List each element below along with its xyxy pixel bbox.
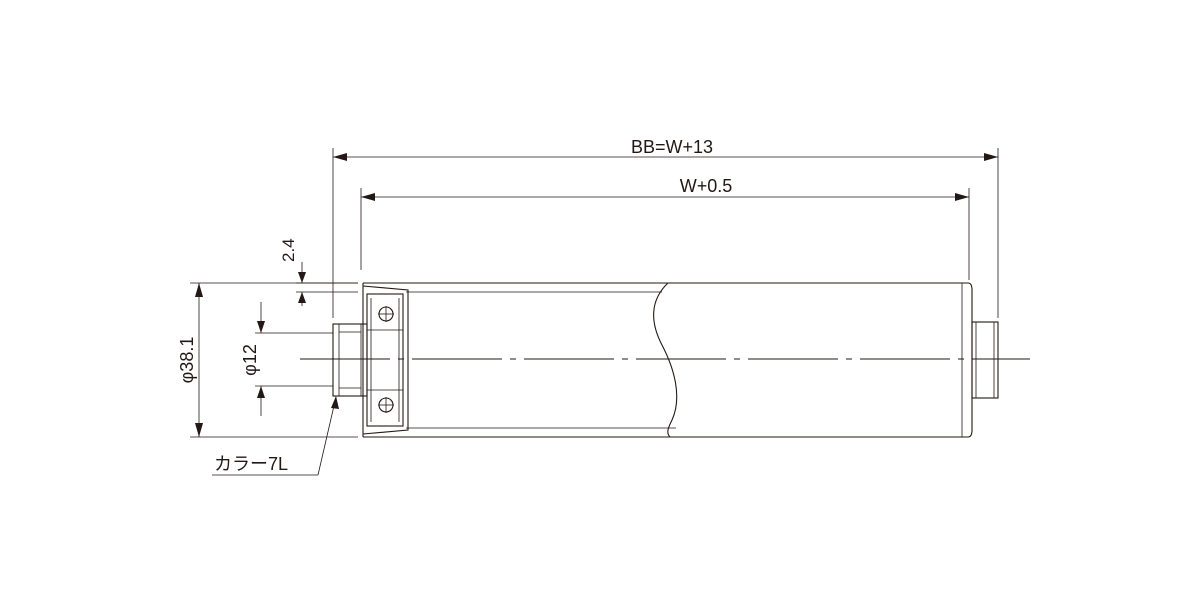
collar-callout-label: カラー7L: [214, 454, 288, 474]
flange-offset-dimension: 2.4: [279, 238, 358, 306]
bb-dimension: BB=W+13: [332, 137, 999, 318]
collar-leader-arrow: [331, 396, 339, 409]
left-bearing-housing: [362, 285, 409, 435]
w-arrow-right: [955, 193, 969, 201]
roller-diam-arrow-bottom: [195, 423, 203, 437]
bb-arrow-right: [984, 153, 998, 161]
w-arrow-left: [361, 193, 375, 201]
offset-arrow-bottom: [298, 292, 306, 303]
collar-callout: カラー7L: [212, 396, 339, 476]
left-shaft-collar: [332, 323, 368, 397]
tube-break-line: [653, 282, 678, 438]
offset-arrow-top: [298, 272, 306, 283]
w-dimension: W+0.5: [360, 176, 970, 280]
roller-tube: [362, 282, 973, 438]
right-shaft-body: [971, 321, 999, 399]
flange-offset-label: 2.4: [279, 238, 298, 262]
w-dimension-label: W+0.5: [680, 176, 733, 196]
shaft-diameter-label: φ12: [240, 344, 260, 376]
tube-right-cap: [962, 282, 973, 438]
right-shaft: [971, 321, 999, 399]
roller-diam-arrow-top: [195, 283, 203, 297]
bearing-flange: [362, 285, 409, 435]
bb-arrow-left: [333, 153, 347, 161]
collar-body: [332, 323, 368, 397]
shaft-diam-arrow-top: [257, 321, 265, 333]
shaft-diam-arrow-bottom: [257, 386, 265, 398]
bb-dimension-label: BB=W+13: [631, 137, 713, 157]
roller-diameter-label: φ38.1: [177, 337, 197, 384]
shaft-diameter-dimension: φ12: [240, 302, 333, 416]
roller-diameter-dimension: φ38.1: [177, 282, 358, 438]
collar-leader: [317, 396, 337, 476]
